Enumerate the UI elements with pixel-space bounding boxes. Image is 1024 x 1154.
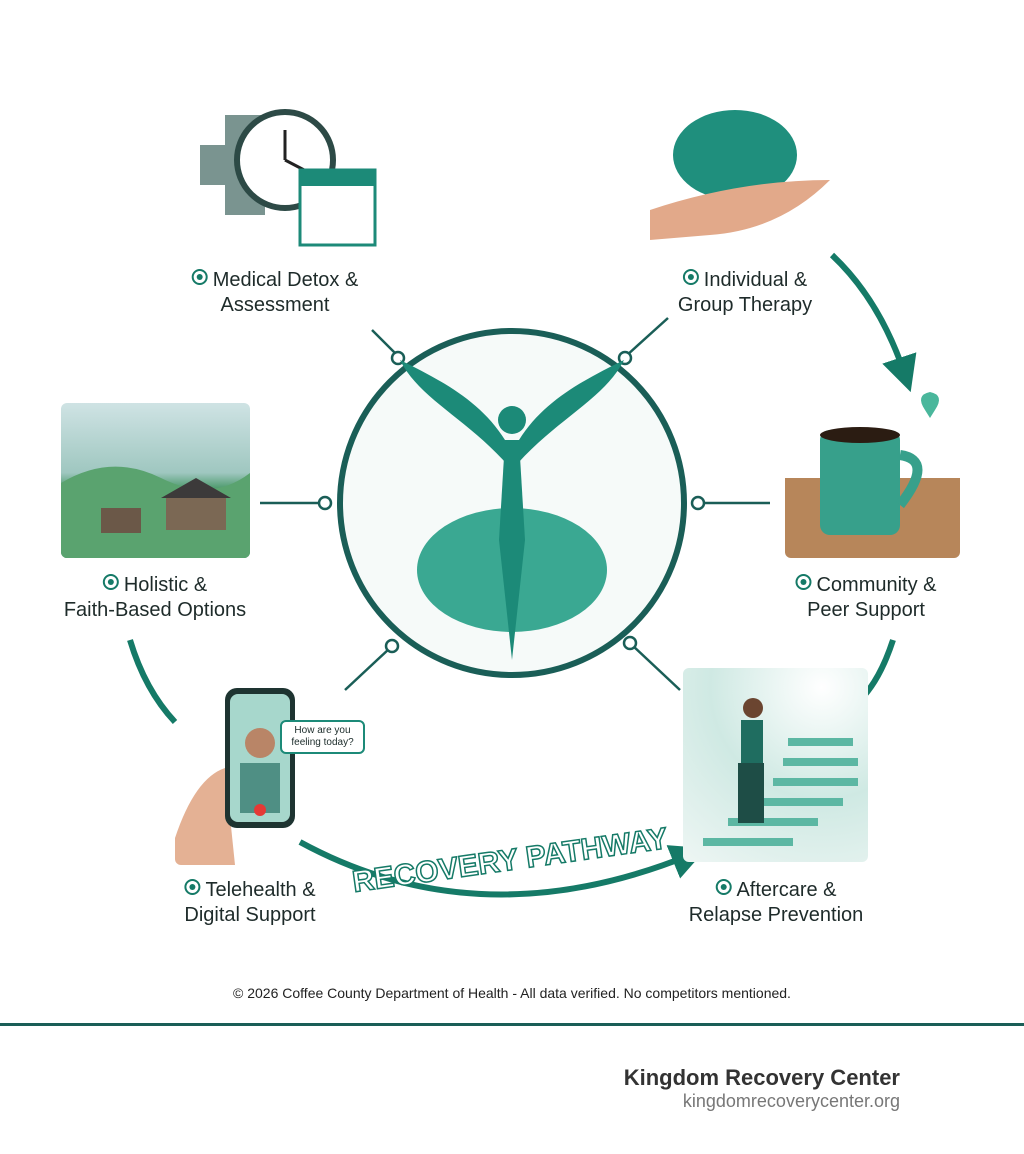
step-title: Medical Detox &	[212, 269, 359, 291]
copyright-text: © 2026 Coffee County Department of Healt…	[233, 985, 791, 1001]
step-aftercare: Aftercare & Relapse Prevention	[688, 878, 864, 928]
step-subtitle: Peer Support	[807, 599, 925, 621]
step-telehealth: Telehealth & Digital Support	[184, 878, 316, 928]
brain-hand-icon	[650, 100, 830, 245]
step-title: Community &	[816, 574, 937, 596]
step-therapy: Individual & Group Therapy	[678, 268, 812, 318]
step-title: Telehealth &	[205, 879, 316, 901]
brand-name: Kingdom Recovery Center	[623, 1065, 900, 1090]
phone-speech-bubble: How are you feeling today?	[280, 720, 365, 754]
bullet-icon	[715, 879, 732, 895]
phoenix-brain-emblem	[400, 360, 624, 660]
bullet-icon	[682, 269, 699, 285]
brand-block: Kingdom Recovery Center kingdomrecoveryc…	[624, 1065, 900, 1112]
bullet-icon	[184, 879, 201, 895]
step-subtitle: Faith-Based Options	[63, 599, 247, 621]
step-title: Holistic &	[123, 574, 208, 596]
step-subtitle: Group Therapy	[677, 294, 813, 316]
pathway-label: RECOVERY PATHWAY	[350, 822, 669, 899]
step-medical-detox: Medical Detox & Assessment	[191, 268, 359, 318]
footer-divider	[0, 1023, 1024, 1026]
bullet-icon	[795, 574, 812, 590]
step-title: Individual &	[703, 269, 808, 291]
step-community: Community & Peer Support	[795, 573, 937, 623]
step-holistic: Holistic & Faith-Based Options	[64, 573, 246, 623]
clock-calendar-icon	[190, 100, 380, 250]
diagram-connectors: RECOVERY PATHWAY	[127, 252, 917, 900]
step-subtitle: Digital Support	[184, 904, 316, 926]
landscape-icon	[61, 403, 250, 558]
step-title: Aftercare &	[736, 879, 837, 901]
coffee-mug-icon	[785, 385, 960, 558]
phone-call-icon: How are you feeling today?	[175, 688, 365, 865]
bullet-icon	[191, 269, 208, 285]
step-subtitle: Relapse Prevention	[688, 904, 864, 926]
step-subtitle: Assessment	[220, 294, 330, 316]
bullet-icon	[102, 574, 119, 590]
stairs-icon	[683, 668, 868, 862]
brand-url[interactable]: kingdomrecoverycenter.org	[682, 1091, 900, 1111]
